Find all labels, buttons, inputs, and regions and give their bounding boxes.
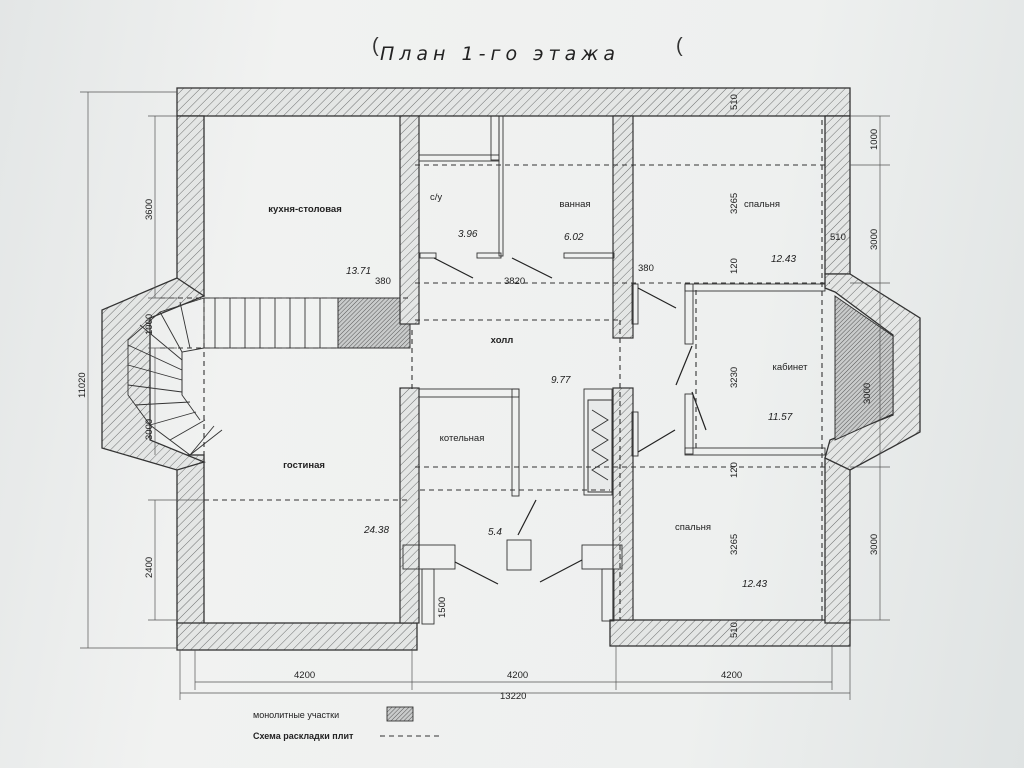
corner-mark-left: ( <box>372 35 379 57</box>
shaft-zigzag <box>591 409 609 481</box>
area-hall: 9.77 <box>551 375 571 386</box>
dim-right-3000-top: 3000 <box>869 229 880 250</box>
dim-3265-top: 3265 <box>729 193 740 214</box>
dim-120-top: 120 <box>729 258 740 274</box>
area-bath: 6.02 <box>564 232 584 243</box>
room-wc: с/у <box>430 192 442 203</box>
area-boiler: 5.4 <box>488 527 502 538</box>
room-boiler: котельная <box>440 433 485 444</box>
area-bed1: 12.43 <box>771 254 796 265</box>
bay-monolith-right <box>834 295 894 441</box>
room-hall: холл <box>491 335 514 346</box>
dim-left-2400: 2400 <box>144 557 155 578</box>
dim-left-11020: 11020 <box>77 372 88 398</box>
dim-right-510: 510 <box>830 232 846 243</box>
dim-3820: 3820 <box>504 276 525 287</box>
dim-380-left: 380 <box>375 276 391 287</box>
dim-bay-3000: 3000 <box>862 383 873 404</box>
legend-monolith-label: монолитные участки <box>253 710 339 720</box>
exterior-walls <box>101 87 921 651</box>
legend-monolith-swatch <box>386 706 414 722</box>
area-cabinet: 11.57 <box>768 412 793 423</box>
bottom-dimension-lines <box>179 646 851 700</box>
dim-bottom-4200-left: 4200 <box>294 670 315 681</box>
interior-walls <box>399 115 826 625</box>
dim-top-510: 510 <box>729 94 740 110</box>
stair-monolith <box>337 297 411 349</box>
shaft <box>587 399 613 493</box>
dim-380-right: 380 <box>638 263 654 274</box>
room-cabinet: кабинет <box>773 362 809 373</box>
area-living: 24.38 <box>363 525 389 536</box>
left-dimension-lines <box>80 91 204 649</box>
room-bath: ванная <box>559 199 590 210</box>
dim-bottom-4200-mid: 4200 <box>507 670 528 681</box>
dim-bottom-510: 510 <box>729 622 740 638</box>
staircase <box>127 297 339 456</box>
dim-120-bottom: 120 <box>729 462 740 478</box>
right-dimension-lines <box>850 115 890 621</box>
corner-mark-right: ( <box>676 35 683 57</box>
dim-bottom-13220: 13220 <box>500 691 526 702</box>
area-bed2: 12.43 <box>742 579 767 590</box>
area-wc: 3.96 <box>458 229 478 240</box>
door-swings <box>433 257 707 585</box>
room-bed1: спальня <box>744 199 780 210</box>
dim-3265-bottom: 3265 <box>729 534 740 555</box>
legend-slab-label: Схема раскладки плит <box>253 731 354 741</box>
dim-1500: 1500 <box>437 597 448 618</box>
dim-left-3000: 3000 <box>144 419 155 440</box>
area-kitchen: 13.71 <box>346 266 371 277</box>
room-kitchen: кухня-столовая <box>268 204 342 215</box>
dim-3230: 3230 <box>729 367 740 388</box>
slab-lines <box>160 120 830 620</box>
dim-left-3600: 3600 <box>144 199 155 220</box>
plan-title: План 1-го этажа <box>380 43 620 65</box>
room-living: гостиная <box>283 460 325 471</box>
room-bed2: спальня <box>675 522 711 533</box>
dim-bottom-4200-right: 4200 <box>721 670 742 681</box>
dim-right-1000: 1000 <box>869 129 880 150</box>
dim-left-1000: 1000 <box>144 314 155 335</box>
dim-right-3000-bottom: 3000 <box>869 534 880 555</box>
